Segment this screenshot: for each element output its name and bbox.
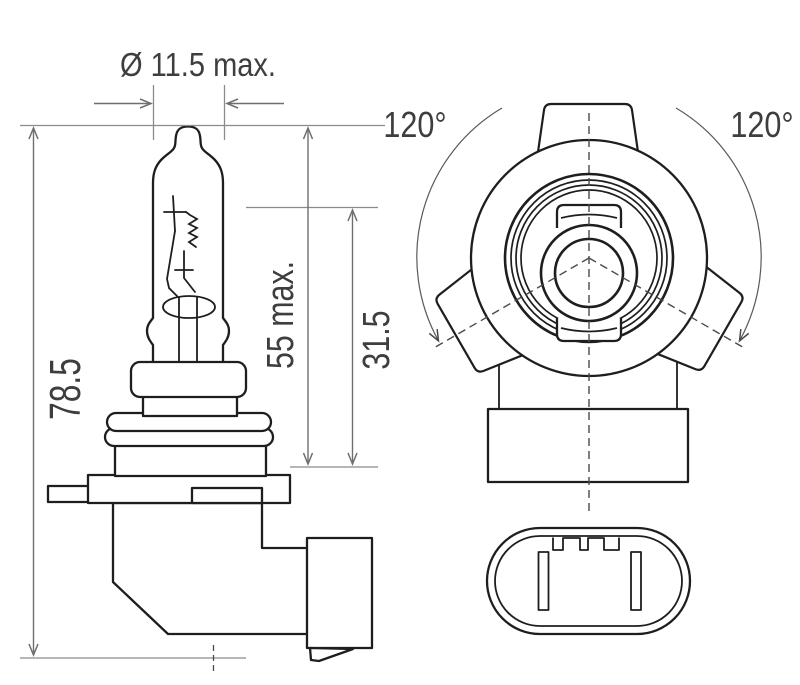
base-cylinder	[113, 441, 268, 478]
front-view: 120° 120°	[383, 102, 794, 513]
dim-ref-length-label: 31.5	[356, 310, 398, 369]
angle-left-label: 120°	[383, 106, 446, 146]
flange-key-tab	[46, 484, 92, 504]
angle-right-label: 120°	[730, 106, 793, 146]
connector-latch	[308, 646, 355, 663]
glass-envelope	[145, 125, 231, 368]
centerlines	[431, 113, 747, 513]
connector-inner-shell	[494, 535, 683, 627]
filament-assembly	[162, 195, 216, 379]
crimp-cap	[129, 360, 248, 399]
dim-overall-length-label: 78.5	[41, 358, 90, 420]
connector-housing	[305, 536, 374, 650]
angle-arc-right	[675, 107, 762, 343]
flange-slot	[190, 486, 264, 505]
front-socket-body	[486, 407, 690, 484]
bulb-base	[46, 360, 374, 663]
side-view: Ø 11.5 max. 78.5 55 max. 31.5	[20, 46, 398, 672]
filament-coil	[185, 211, 199, 248]
terminal-blade-right	[630, 551, 642, 611]
angle-arc-left	[416, 107, 503, 343]
dim-diameter-label: Ø 11.5 max.	[120, 46, 276, 83]
base-lower-body	[111, 501, 310, 636]
exhaust-tip-circle	[553, 237, 625, 309]
stem-disc	[162, 295, 216, 319]
connector-face-view	[485, 526, 692, 636]
terminal-blade-left	[537, 551, 550, 611]
connector-key-notch	[552, 537, 620, 551]
side-view-dimensions	[20, 85, 385, 672]
dim-glass-length-label: 55 max.	[260, 261, 302, 369]
